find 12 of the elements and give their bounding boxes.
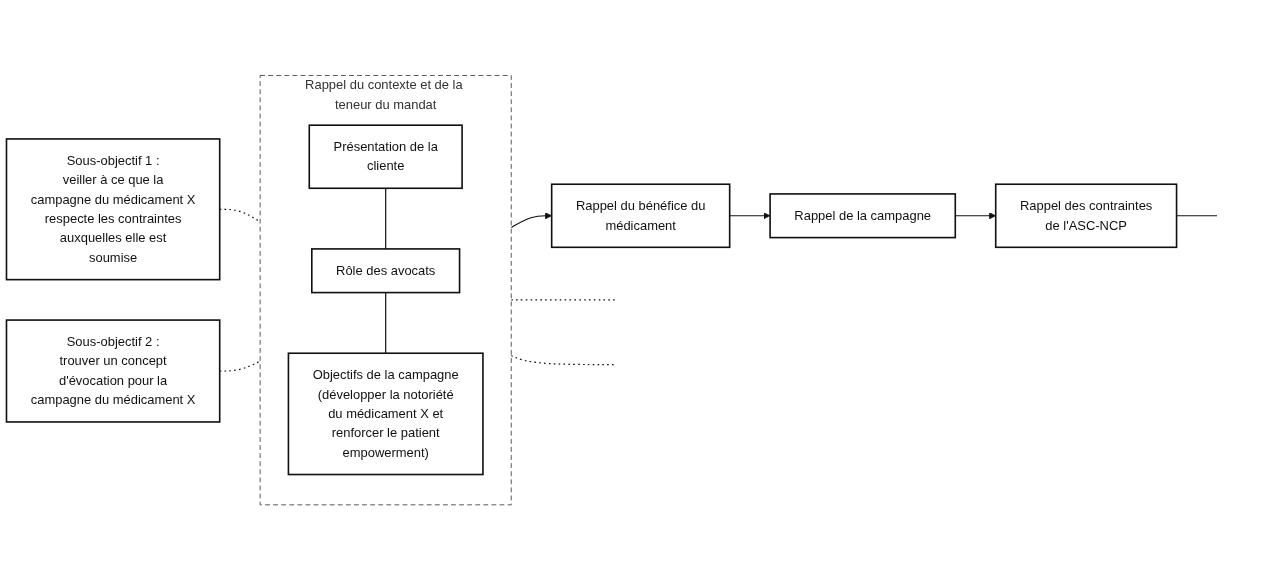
connector bbox=[385, 188, 387, 250]
node-box: Rappel de la campagne bbox=[769, 193, 957, 239]
arrow bbox=[729, 212, 771, 220]
node-box: Sous-objectif 2 : trouver un concept d'évocation pour la campagne du médicament X bbox=[5, 319, 221, 424]
arrow bbox=[510, 212, 552, 229]
node-box: Sous-objectif 1 : veiller à ce que la campagne du médicament X respecte les contraintes auxquelles elle est soumise bbox=[5, 138, 221, 281]
node-box: Présentation de la cliente bbox=[308, 124, 463, 190]
node-box: Rôle des avocats bbox=[311, 248, 461, 294]
connector bbox=[385, 292, 387, 355]
node-box: Objectifs de la campagne (développer la notoriété du médicament X et renforcer le patient empowerment) bbox=[287, 352, 484, 476]
node-box: Rappel du bénéfice du médicament bbox=[550, 183, 731, 249]
node-box: Rappel des contraintes de l'ASC-NCP bbox=[994, 183, 1178, 249]
